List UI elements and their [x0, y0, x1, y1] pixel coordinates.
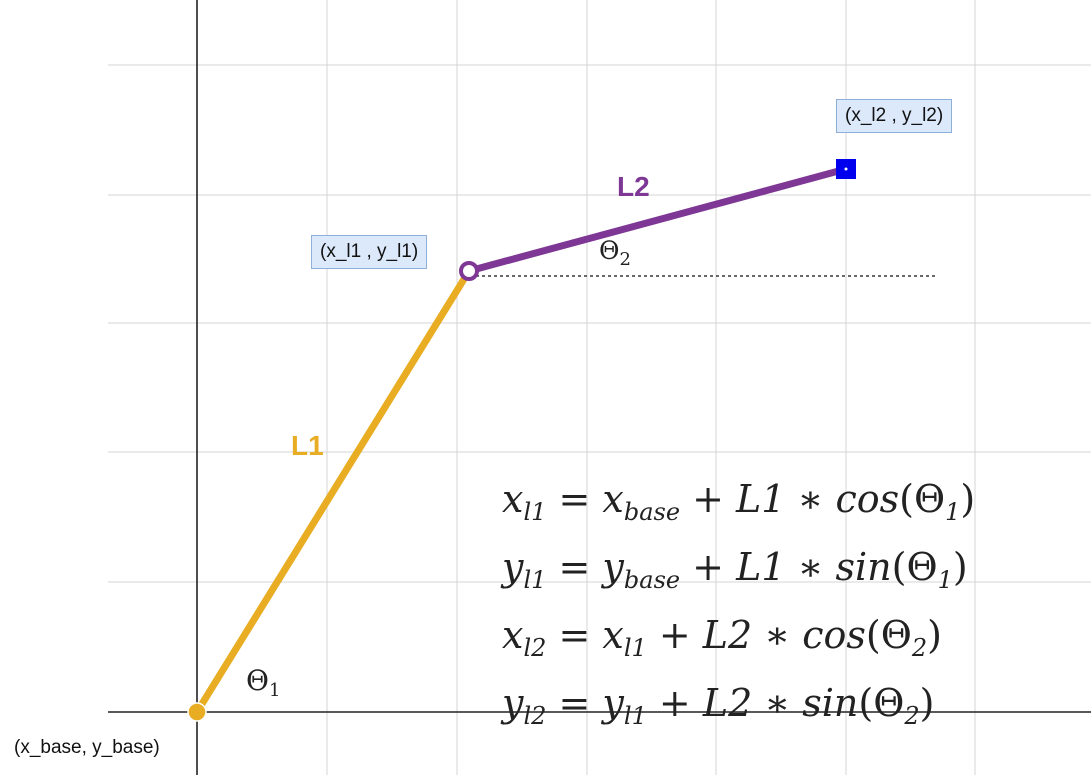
equation-angle-subscript: 1: [945, 498, 961, 526]
theta1-label: Θ1: [246, 664, 280, 701]
joint1-point-label: (x_l1 , y_l1): [311, 235, 428, 269]
equation-lhs-variable: x: [502, 477, 524, 521]
equation-angle: (Θ: [899, 477, 946, 521]
theta1-subscript: 1: [268, 680, 281, 701]
equation-lhs-subscript: l1: [523, 566, 547, 594]
equation-line: yl1 = ybase + L1 ∗ sin(Θ1): [502, 540, 975, 608]
equation-angle-subscript: 2: [911, 634, 928, 662]
equation-close-paren: ): [960, 477, 976, 521]
equation-link-length: L1: [736, 477, 786, 521]
elbow-joint: [459, 261, 479, 281]
equation-lhs-variable: y: [502, 681, 524, 725]
equation-angle-subscript: 1: [937, 566, 953, 594]
equation-equals: =: [546, 613, 603, 657]
equation-multiply: ∗: [785, 477, 836, 521]
equation-function: cos: [802, 613, 866, 657]
equation-line: xl2 = xl1 + L2 ∗ cos(Θ2): [502, 608, 975, 676]
equation-multiply: ∗: [752, 681, 803, 725]
base-point-label: (x_base, y_base): [14, 737, 160, 758]
equation-function: sin: [802, 681, 859, 725]
equation-angle: (Θ: [891, 545, 938, 589]
equation-line: xl1 = xbase + L1 ∗ cos(Θ1): [502, 472, 975, 540]
equation-equals: =: [546, 545, 603, 589]
equation-link-length: L2: [702, 681, 753, 725]
equation-close-paren: ): [927, 613, 942, 657]
end-point-label: (x_l2 , y_l2): [836, 99, 953, 133]
equation-link-length: L1: [736, 545, 786, 589]
equation-function: sin: [835, 545, 892, 589]
equation-term-subscript: base: [623, 498, 681, 526]
equation-angle-subscript: 2: [904, 702, 920, 730]
equation-term-subscript: l1: [623, 634, 647, 662]
equation-lhs-variable: y: [502, 545, 524, 589]
equation-equals: =: [546, 477, 603, 521]
equation-angle: (Θ: [858, 681, 905, 725]
equation-lhs-subscript: l1: [523, 498, 547, 526]
link1-name: L1: [291, 430, 324, 461]
theta2-symbol: Θ: [599, 236, 620, 265]
base-joint: [187, 702, 207, 722]
equation-lhs-subscript: l2: [523, 702, 547, 730]
theta2-subscript: 2: [619, 249, 631, 270]
equation-equals: =: [546, 681, 603, 725]
equation-plus: +: [680, 545, 737, 589]
link1-segment: [193, 267, 473, 716]
link2-segment: [465, 165, 850, 275]
equation-close-paren: ): [952, 545, 968, 589]
equation-lhs-subscript: l2: [523, 634, 547, 662]
equation-term-variable: x: [602, 477, 624, 521]
end-effector-center: [844, 167, 848, 171]
equation-term-variable: y: [602, 681, 624, 725]
equation-multiply: ∗: [785, 545, 836, 589]
equation-multiply: ∗: [752, 613, 803, 657]
equation-line: yl2 = yl1 + L2 ∗ sin(Θ2): [502, 676, 975, 744]
equation-plus: +: [680, 477, 737, 521]
equation-link-length: L2: [702, 613, 753, 657]
theta2-label: Θ2: [599, 236, 631, 270]
equation-term-variable: x: [602, 613, 624, 657]
equation-term-subscript: base: [623, 566, 681, 594]
theta1-symbol: Θ: [246, 664, 269, 697]
equation-angle: (Θ: [865, 613, 912, 657]
equation-plus: +: [646, 681, 703, 725]
equation-term-variable: y: [602, 545, 624, 589]
equation-lhs-variable: x: [502, 613, 524, 657]
equation-close-paren: ): [919, 681, 935, 725]
equation-function: cos: [835, 477, 900, 521]
equation-plus: +: [646, 613, 703, 657]
grid: [108, 0, 1091, 775]
kinematics-equations: xl1 = xbase + L1 ∗ cos(Θ1)yl1 = ybase + …: [502, 472, 975, 744]
link2-name: L2: [617, 171, 650, 202]
equation-term-subscript: l1: [623, 702, 647, 730]
